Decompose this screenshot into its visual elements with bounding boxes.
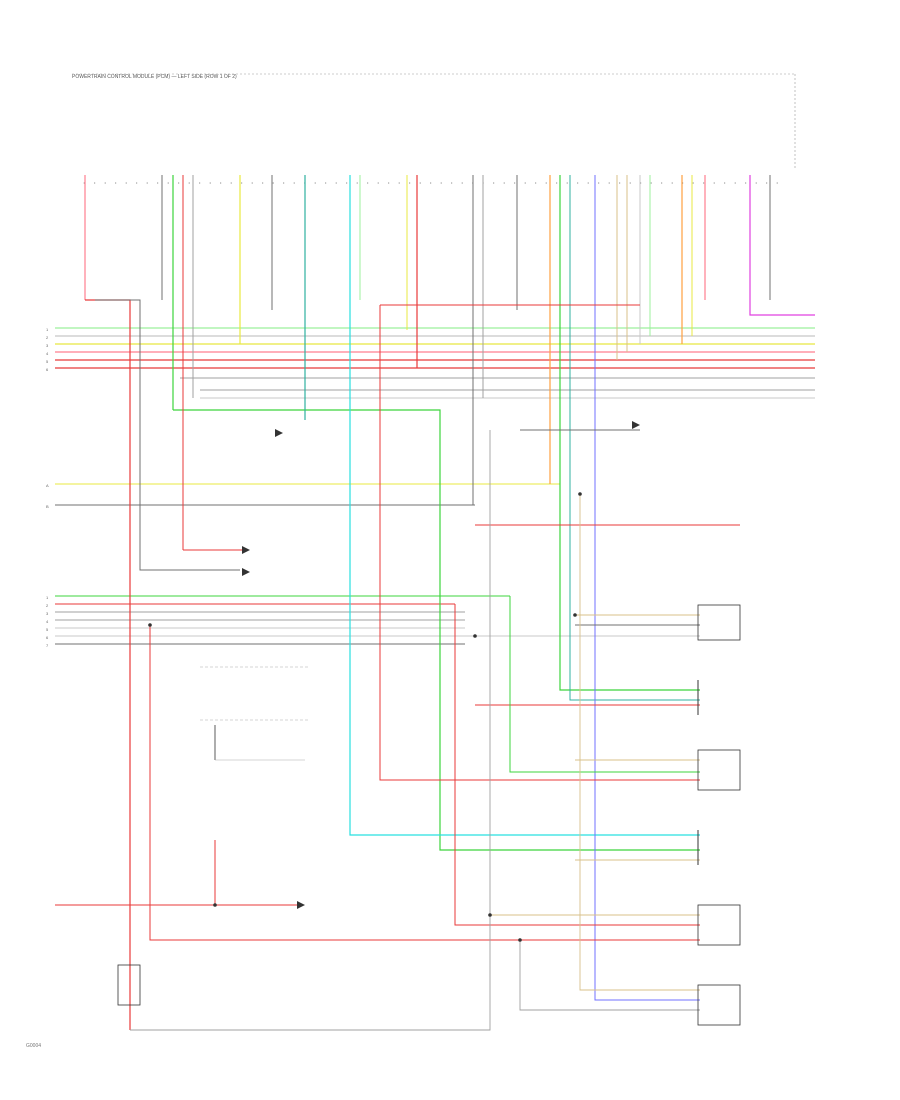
pcm-pin-marker: • [703, 180, 705, 185]
pcm-pin-marker: • [178, 180, 180, 185]
pcm-pin-marker: • [766, 180, 768, 185]
pcm-pin-marker: • [262, 180, 264, 185]
pcm-pin-marker: • [714, 180, 716, 185]
pcm-pin-marker: • [409, 180, 411, 185]
pcm-pin-marker: • [598, 180, 600, 185]
pcm-pin-marker: • [336, 180, 338, 185]
pcm-pin-marker: • [147, 180, 149, 185]
svg-text:1: 1 [46, 327, 49, 332]
horizontal-bus-a [55, 327, 815, 399]
pcm-pin-marker: • [378, 180, 380, 185]
red-branch-wires [55, 304, 740, 941]
pcm-pin-marker: • [357, 180, 359, 185]
pcm-pin-marker: • [693, 180, 695, 185]
arrows [242, 421, 640, 909]
pcm-pin-marker: • [325, 180, 327, 185]
pcm-pin-marker: • [609, 180, 611, 185]
pcm-pin-marker: • [682, 180, 684, 185]
notes-area [200, 666, 310, 761]
pcm-pin-marker: • [126, 180, 128, 185]
pcm-pin-marker: • [231, 180, 233, 185]
pcm-pin-marker: • [525, 180, 527, 185]
coolant-temp-sensor-box [697, 904, 741, 946]
svg-text:A: A [46, 483, 49, 488]
pcm-pin-marker: • [136, 180, 138, 185]
pcm-connector-pins: • • • • • • • • • • • • • • • • • • • • • • • • • • • • • • • • • • • • • • • •… [84, 180, 779, 185]
transmission-control-module-box [117, 964, 141, 1006]
pcm-pin-marker: • [745, 180, 747, 185]
horizontal-bus-b: A B [46, 483, 560, 509]
pcm-pin-marker: • [588, 180, 590, 185]
pcm-pin-marker: • [315, 180, 317, 185]
pcm-pin-marker: • [640, 180, 642, 185]
pcm-pin-marker: • [399, 180, 401, 185]
pcm-pin-marker: • [661, 180, 663, 185]
pcm-pin-marker: • [630, 180, 632, 185]
svg-text:2: 2 [46, 603, 49, 608]
pcm-pin-marker: • [651, 180, 653, 185]
pcm-pin-marker: • [168, 180, 170, 185]
pcm-pin-marker: • [493, 180, 495, 185]
pcm-pin-marker: • [777, 180, 779, 185]
pcm-pin-marker: • [105, 180, 107, 185]
pcm-pin-marker: • [462, 180, 464, 185]
left-connector-c: 1 2 3 4 5 6 7 [46, 595, 700, 648]
pcm-pin-marker: • [367, 180, 369, 185]
svg-text:2: 2 [46, 335, 49, 340]
svg-text:3: 3 [46, 343, 49, 348]
left-connector-a: 1 2 3 4 5 6 [46, 327, 49, 372]
splices [148, 492, 582, 942]
vertical-wires [84, 175, 815, 1030]
svg-text:B: B [46, 504, 49, 509]
pcm-pin-marker: • [672, 180, 674, 185]
component-boxes [117, 604, 741, 1026]
svg-text:5: 5 [46, 627, 49, 632]
svg-text:4: 4 [46, 619, 49, 624]
pcm-pin-marker: • [535, 180, 537, 185]
svg-text:3: 3 [46, 611, 49, 616]
pcm-pin-marker: • [619, 180, 621, 185]
crankshaft-position-sensor-box [697, 984, 741, 1026]
pcm-pin-marker: • [556, 180, 558, 185]
pcm-pin-marker: • [273, 180, 275, 185]
svg-text:5: 5 [46, 359, 49, 364]
pcm-pin-marker: • [283, 180, 285, 185]
green-wires-lower [130, 429, 700, 1031]
pcm-pin-marker: • [504, 180, 506, 185]
pcm-pin-marker: • [756, 180, 758, 185]
pcm-pin-marker: • [220, 180, 222, 185]
pcm-pin-marker: • [294, 180, 296, 185]
pcm-pin-marker: • [252, 180, 254, 185]
pcm-pin-marker: • [514, 180, 516, 185]
svg-text:6: 6 [46, 635, 49, 640]
svg-text:4: 4 [46, 351, 49, 356]
pcm-pin-marker: • [346, 180, 348, 185]
intake-air-temp-sensor-box [697, 604, 741, 641]
pcm-pin-marker: • [430, 180, 432, 185]
pcm-pin-marker: • [210, 180, 212, 185]
pcm-pin-marker: • [199, 180, 201, 185]
throttle-position-sensor-box [697, 749, 741, 791]
pcm-pin-marker: • [94, 180, 96, 185]
pcm-pin-marker: • [567, 180, 569, 185]
pcm-pin-marker: • [157, 180, 159, 185]
pcm-pin-marker: • [724, 180, 726, 185]
pcm-pin-marker: • [441, 180, 443, 185]
pcm-pin-marker: • [420, 180, 422, 185]
svg-text:1: 1 [46, 595, 49, 600]
pcm-pin-marker: • [189, 180, 191, 185]
diagram-header: POWERTRAIN CONTROL MODULE (PCM) — LEFT S… [72, 74, 237, 80]
pcm-pin-marker: • [735, 180, 737, 185]
pcm-pin-marker: • [388, 180, 390, 185]
pcm-pin-marker: • [451, 180, 453, 185]
pcm-pin-marker: • [115, 180, 117, 185]
diagram-id: G0004 [26, 1043, 42, 1049]
pcm-pin-marker: • [546, 180, 548, 185]
svg-text:6: 6 [46, 367, 49, 372]
pcm-pin-marker: • [577, 180, 579, 185]
pcm-pin-marker: • [241, 180, 243, 185]
svg-text:7: 7 [46, 643, 49, 648]
